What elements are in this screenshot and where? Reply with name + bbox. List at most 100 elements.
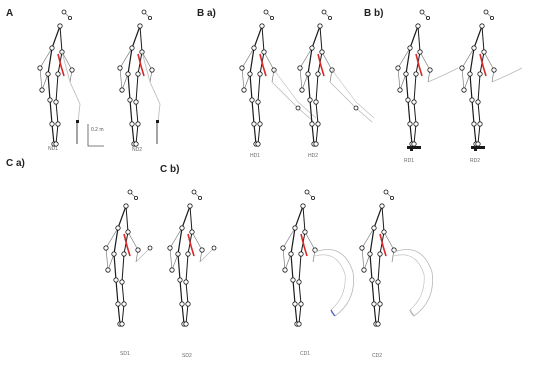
joint-marker <box>262 50 266 54</box>
stick-figure-nd2: ND2 <box>118 10 160 153</box>
figure-label: RD1 <box>404 158 414 164</box>
joint-marker <box>300 88 304 92</box>
figure-label: SD1 <box>120 351 130 357</box>
joint-marker <box>252 46 256 50</box>
stick-figure-hd2: HD2 <box>298 10 374 159</box>
joint-marker <box>298 66 302 70</box>
head-marker <box>134 196 137 199</box>
joint-marker <box>170 268 174 272</box>
joint-marker <box>414 122 418 126</box>
joint-marker <box>136 122 140 126</box>
joint-marker <box>46 72 50 76</box>
figure-label: CD1 <box>300 351 310 357</box>
foot-marker <box>412 142 416 146</box>
joint-marker <box>56 72 60 76</box>
stick-figure-cd2: CD2 <box>360 190 433 359</box>
joint-marker <box>50 122 54 126</box>
joint-marker <box>472 122 476 126</box>
joint-marker <box>138 24 142 28</box>
head-marker <box>426 16 429 19</box>
joint-marker <box>281 246 285 250</box>
joint-marker <box>378 302 382 306</box>
stick-figure-sd1: SD1 <box>104 190 152 357</box>
foot-marker <box>376 322 380 326</box>
figure-label: SD2 <box>182 353 192 359</box>
joint-marker <box>301 204 305 208</box>
joint-marker <box>200 248 204 252</box>
head-marker <box>62 10 66 14</box>
joint-marker <box>188 204 192 208</box>
joint-marker <box>330 68 334 72</box>
cane-tip-marker <box>76 120 79 123</box>
joint-marker <box>354 106 358 110</box>
joint-marker <box>478 122 482 126</box>
joint-marker <box>124 204 128 208</box>
right-arm-segment <box>322 52 332 82</box>
reach-arc-end <box>410 310 414 316</box>
joint-marker <box>150 68 154 72</box>
joint-marker <box>320 50 324 54</box>
joint-marker <box>296 106 300 110</box>
joint-marker <box>418 50 422 54</box>
joint-marker <box>396 66 400 70</box>
joint-marker <box>190 230 194 234</box>
joint-marker <box>462 88 466 92</box>
head-marker <box>192 190 196 194</box>
head-marker <box>68 16 71 19</box>
joint-marker <box>314 100 318 104</box>
heel-marker <box>410 148 413 151</box>
joint-marker <box>258 122 262 126</box>
joint-marker <box>116 302 120 306</box>
joint-marker <box>293 226 297 230</box>
joint-marker <box>120 280 124 284</box>
joint-marker <box>240 66 244 70</box>
foot-marker <box>120 322 124 326</box>
stick-figure-hd1: HD1 <box>240 10 316 159</box>
joint-marker <box>492 68 496 72</box>
joint-marker <box>460 66 464 70</box>
foot-marker <box>256 142 260 146</box>
right-arm-segment <box>384 232 394 262</box>
trace-segment <box>330 82 372 122</box>
joint-marker <box>50 46 54 50</box>
joint-marker <box>310 122 314 126</box>
trace-segment <box>272 82 314 122</box>
joint-marker <box>372 302 376 306</box>
joint-marker <box>176 252 180 256</box>
joint-marker <box>412 100 416 104</box>
joint-marker <box>212 246 216 250</box>
joint-marker <box>58 24 62 28</box>
foot-block <box>471 146 485 149</box>
stick-figure-rd1: RD1 <box>396 10 458 164</box>
joint-marker <box>318 24 322 28</box>
stick-figure-sd2: SD2 <box>168 190 216 359</box>
joint-marker <box>252 122 256 126</box>
joint-marker <box>380 204 384 208</box>
joint-marker <box>248 72 252 76</box>
joint-marker <box>299 302 303 306</box>
figure-label: HD1 <box>250 153 260 159</box>
head-marker <box>420 10 424 14</box>
reach-arc-inner <box>315 255 345 310</box>
joint-marker <box>362 268 366 272</box>
joint-marker <box>310 46 314 50</box>
joint-marker <box>130 46 134 50</box>
joint-marker <box>293 302 297 306</box>
panel-label-c-a: C a) <box>6 158 25 169</box>
reach-arc-inner <box>394 255 424 310</box>
joint-marker <box>414 72 418 76</box>
joint-marker <box>297 280 301 284</box>
joint-marker <box>186 302 190 306</box>
joint-marker <box>376 280 380 284</box>
joint-marker <box>289 252 293 256</box>
joint-marker <box>106 268 110 272</box>
joint-marker <box>168 246 172 250</box>
head-marker <box>264 10 268 14</box>
cane-tip-marker <box>156 120 159 123</box>
joint-marker <box>258 72 262 76</box>
joint-marker <box>40 88 44 92</box>
foot-marker <box>314 142 318 146</box>
joint-marker <box>120 88 124 92</box>
joint-marker <box>134 100 138 104</box>
joint-marker <box>470 98 474 102</box>
